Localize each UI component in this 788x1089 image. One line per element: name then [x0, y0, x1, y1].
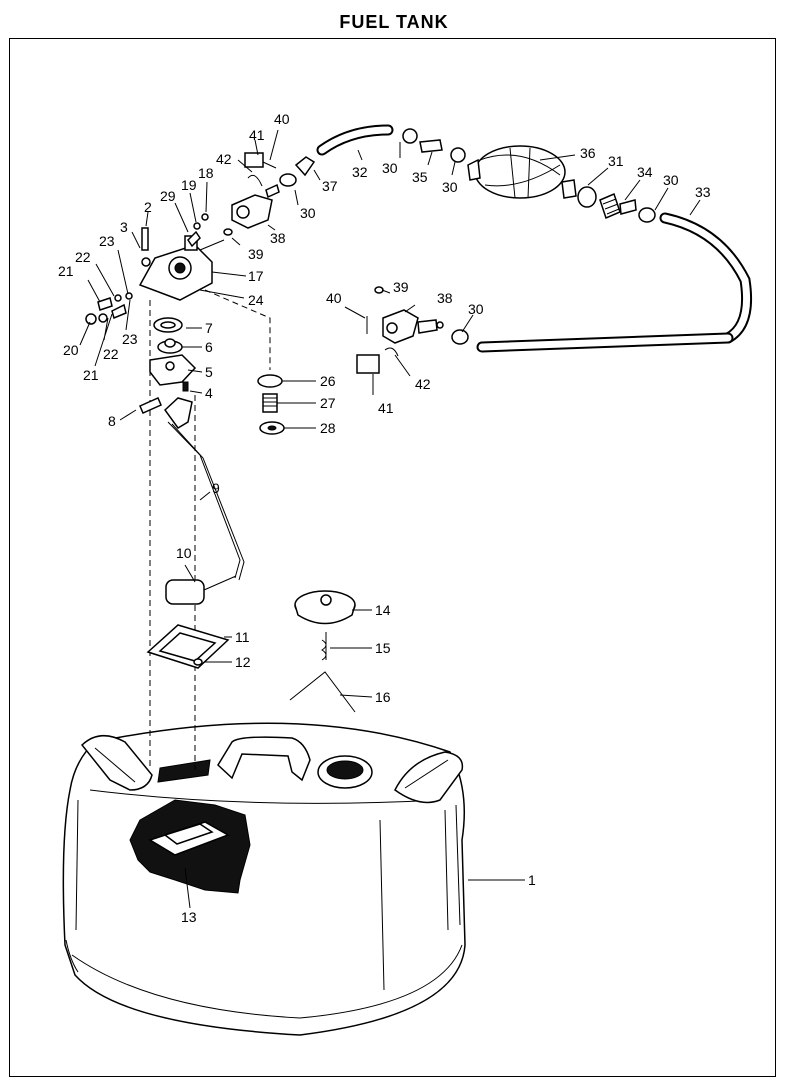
- callout-28: 28: [320, 420, 336, 436]
- callout-42b: 42: [415, 376, 431, 392]
- callout-38b: 38: [437, 290, 453, 306]
- callout-38a: 38: [270, 230, 286, 246]
- callout-1: 1: [528, 872, 536, 888]
- callout-34: 34: [637, 164, 653, 180]
- callout-30a: 30: [382, 160, 398, 176]
- callout-8: 8: [108, 413, 116, 429]
- callout-18: 18: [198, 165, 214, 181]
- callout-4: 4: [205, 385, 213, 401]
- callout-41a: 41: [249, 127, 265, 143]
- callout-16: 16: [375, 689, 391, 705]
- callout-42a: 42: [216, 151, 232, 167]
- callout-21a: 21: [58, 263, 74, 279]
- diagram-frame: [9, 38, 776, 1077]
- callout-36: 36: [580, 145, 596, 161]
- callout-32: 32: [352, 164, 368, 180]
- callout-23a: 23: [99, 233, 115, 249]
- leader-lines: [79, 129, 701, 909]
- callout-30c: 30: [300, 205, 316, 221]
- callout-39a: 39: [248, 246, 264, 262]
- callout-40b: 40: [326, 290, 342, 306]
- callout-24: 24: [248, 292, 264, 308]
- callout-30e: 30: [468, 301, 484, 317]
- primer-bulb-assembly: [402, 128, 656, 223]
- callout-30b: 30: [442, 179, 458, 195]
- callout-29: 29: [160, 188, 176, 204]
- callout-19: 19: [181, 177, 197, 193]
- filler-cap-assembly: [289, 590, 356, 713]
- callout-12: 12: [235, 654, 251, 670]
- callout-21b: 21: [83, 367, 99, 383]
- callout-10: 10: [176, 545, 192, 561]
- callout-23b: 23: [122, 331, 138, 347]
- callout-26: 26: [320, 373, 336, 389]
- callout-2: 2: [144, 199, 152, 215]
- callout-14: 14: [375, 602, 391, 618]
- callout-9: 9: [212, 480, 220, 496]
- callout-15: 15: [375, 640, 391, 656]
- callout-35: 35: [412, 169, 428, 185]
- callout-30d: 30: [663, 172, 679, 188]
- callout-20: 20: [63, 342, 79, 358]
- fuel-lines: [316, 124, 753, 353]
- tank-connector-assembly: [187, 152, 316, 248]
- page-title: FUEL TANK: [339, 12, 449, 32]
- gauge-assembly: [85, 227, 285, 669]
- callout-6: 6: [205, 339, 213, 355]
- callout-5: 5: [205, 364, 213, 380]
- callout-7: 7: [205, 320, 213, 336]
- callout-39b: 39: [393, 279, 409, 295]
- callout-3: 3: [120, 219, 128, 235]
- callout-41b: 41: [378, 400, 394, 416]
- engine-connector-assembly: [356, 286, 469, 374]
- fuel-tank-body: [62, 722, 466, 1036]
- assembly-line-filter: [204, 289, 271, 370]
- callout-40a: 40: [274, 111, 290, 127]
- callout-17: 17: [248, 268, 264, 284]
- callout-11: 11: [235, 629, 250, 645]
- callout-31: 31: [608, 153, 624, 169]
- callout-27: 27: [320, 395, 336, 411]
- callout-22b: 22: [103, 346, 119, 362]
- callout-labels: 1 2 3 4 5 6 7 8 9 10 11 12 13 14 15 16 1…: [58, 111, 711, 925]
- callout-37: 37: [322, 178, 338, 194]
- callout-22a: 22: [75, 249, 91, 265]
- callout-13: 13: [181, 909, 197, 925]
- callout-33: 33: [695, 184, 711, 200]
